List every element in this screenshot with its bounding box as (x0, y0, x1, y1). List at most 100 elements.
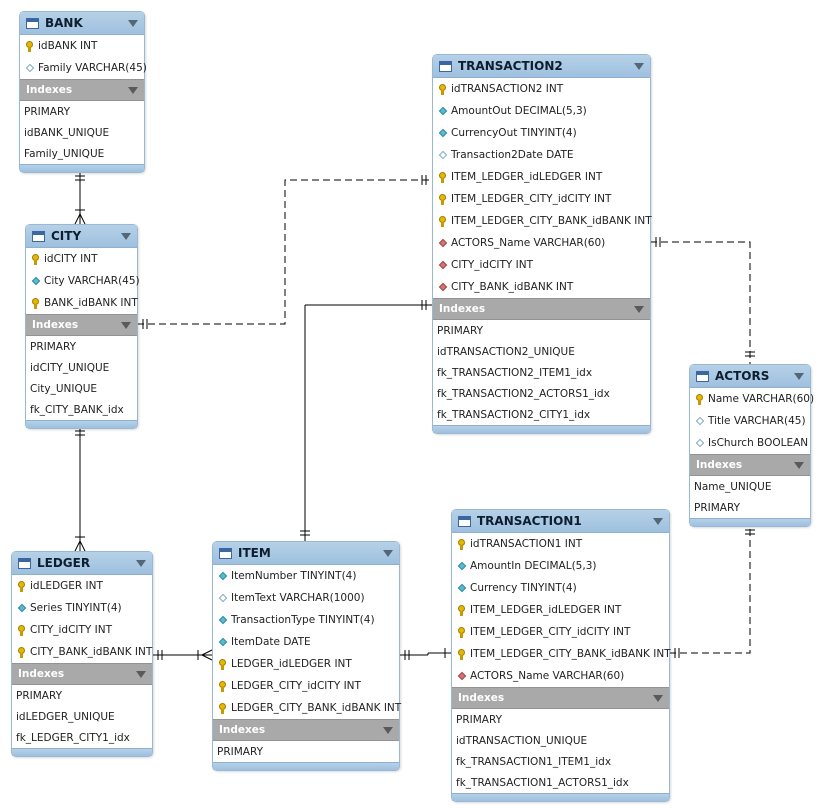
index-row[interactable]: Name_UNIQUE (694, 480, 772, 493)
column-row[interactable]: LEDGER_CITY_idCITY INT (213, 675, 399, 697)
index-row[interactable]: PRIMARY (30, 340, 77, 353)
collapse-icon[interactable] (794, 372, 804, 380)
table-actors[interactable]: ACTORS Name VARCHAR(60)Title VARCHAR(45)… (689, 364, 814, 527)
index-row[interactable]: PRIMARY (437, 324, 484, 337)
indexes-collapse-icon[interactable] (383, 726, 393, 734)
column-text: Transaction2Date DATE (451, 149, 574, 161)
column-row[interactable]: AmountIn DECIMAL(5,3) (452, 555, 669, 577)
column-row[interactable]: idCITY INT (26, 248, 137, 270)
table-header[interactable]: TRANSACTION1 (452, 510, 669, 533)
column-row[interactable]: Title VARCHAR(45) (690, 410, 810, 432)
collapse-icon[interactable] (128, 19, 138, 27)
table-header[interactable]: TRANSACTION2 (433, 55, 650, 78)
column-row[interactable]: ITEM_LEDGER_CITY_idCITY INT (452, 621, 669, 643)
primary-key-icon (439, 215, 446, 227)
column-row[interactable]: Currency TINYINT(4) (452, 577, 669, 599)
index-row[interactable]: fk_TRANSACTION2_ITEM1_idx (437, 366, 593, 379)
column-row[interactable]: BANK_idBANK INT (26, 292, 138, 314)
column-row[interactable]: idBANK INT (20, 35, 144, 57)
column-row[interactable]: ItemNumber TINYINT(4) (213, 565, 399, 587)
index-row[interactable]: fk_LEDGER_CITY1_idx (16, 731, 130, 744)
index-row[interactable]: PRIMARY (24, 105, 71, 118)
table-header[interactable]: LEDGER (12, 552, 152, 575)
column-row[interactable]: TransactionType TINYINT(4) (213, 609, 399, 631)
index-row[interactable]: idTRANSACTION_UNIQUE (456, 734, 588, 747)
index-row[interactable]: idBANK_UNIQUE (24, 126, 110, 139)
indexes-section[interactable]: Indexes (26, 314, 137, 336)
column-row[interactable]: CITY_idCITY INT (12, 619, 152, 641)
index-row[interactable]: Family_UNIQUE (24, 147, 105, 160)
index-row[interactable]: fk_TRANSACTION2_ACTORS1_idx (437, 387, 610, 400)
column-row[interactable]: Transaction2Date DATE (433, 144, 650, 166)
column-row[interactable]: ITEM_LEDGER_idLEDGER INT (452, 599, 669, 621)
table-item[interactable]: ITEM ItemNumber TINYINT(4)ItemText VARCH… (212, 541, 401, 771)
column-row[interactable]: idLEDGER INT (12, 575, 152, 597)
collapse-icon[interactable] (634, 62, 644, 70)
column-row[interactable]: CITY_BANK_idBANK INT (433, 276, 650, 298)
column-row[interactable]: ItemDate DATE (213, 631, 399, 653)
table-header[interactable]: ITEM (213, 542, 399, 565)
indexes-section[interactable]: Indexes (433, 298, 650, 320)
indexes-label: Indexes (696, 459, 743, 471)
column-row[interactable]: CurrencyOut TINYINT(4) (433, 122, 650, 144)
column-row[interactable]: Series TINYINT(4) (12, 597, 152, 619)
collapse-icon[interactable] (383, 549, 393, 557)
column-row[interactable]: City VARCHAR(45) (26, 270, 140, 292)
indexes-collapse-icon[interactable] (653, 694, 663, 702)
indexes-collapse-icon[interactable] (136, 670, 146, 678)
index-row[interactable]: City_UNIQUE (30, 382, 98, 395)
column-row[interactable]: ItemText VARCHAR(1000) (213, 587, 399, 609)
indexes-collapse-icon[interactable] (794, 461, 804, 469)
indexes-collapse-icon[interactable] (128, 86, 138, 94)
primary-key-icon (458, 604, 465, 616)
column-row[interactable]: CITY_BANK_idBANK INT (12, 641, 152, 663)
column-text: ITEM_LEDGER_CITY_idCITY INT (451, 193, 612, 205)
index-row[interactable]: idTRANSACTION2_UNIQUE (437, 345, 575, 358)
indexes-section[interactable]: Indexes (452, 687, 669, 709)
column-row[interactable]: ITEM_LEDGER_idLEDGER INT (433, 166, 650, 188)
column-row[interactable]: idTRANSACTION2 INT (433, 78, 650, 100)
indexes-section[interactable]: Indexes (20, 79, 144, 101)
not-null-column-icon (219, 637, 226, 648)
table-header[interactable]: ACTORS (690, 365, 810, 388)
index-row[interactable]: fk_TRANSACTION2_CITY1_idx (437, 408, 591, 421)
index-row[interactable]: fk_CITY_BANK_idx (30, 403, 124, 416)
index-row[interactable]: idCITY_UNIQUE (30, 361, 110, 374)
indexes-collapse-icon[interactable] (121, 321, 131, 329)
column-row[interactable]: LEDGER_CITY_BANK_idBANK INT (213, 697, 401, 719)
index-row[interactable]: fk_TRANSACTION1_ACTORS1_idx (456, 776, 629, 789)
indexes-section[interactable]: Indexes (12, 663, 152, 685)
column-row[interactable]: ITEM_LEDGER_CITY_BANK_idBANK INT (452, 643, 671, 665)
column-row[interactable]: idTRANSACTION1 INT (452, 533, 669, 555)
foreign-key-icon (439, 282, 446, 293)
index-row[interactable]: PRIMARY (694, 501, 741, 514)
column-row[interactable]: IsChurch BOOLEAN (690, 432, 810, 454)
index-row[interactable]: PRIMARY (16, 689, 63, 702)
column-row[interactable]: Name VARCHAR(60) (690, 388, 814, 410)
column-row[interactable]: ACTORS_Name VARCHAR(60) (433, 232, 650, 254)
table-header[interactable]: BANK (20, 12, 144, 35)
column-row[interactable]: ITEM_LEDGER_CITY_idCITY INT (433, 188, 650, 210)
index-row[interactable]: PRIMARY (217, 745, 264, 758)
indexes-section[interactable]: Indexes (690, 454, 810, 476)
collapse-icon[interactable] (121, 232, 131, 240)
column-row[interactable]: AmountOut DECIMAL(5,3) (433, 100, 650, 122)
indexes-section[interactable]: Indexes (213, 719, 399, 741)
collapse-icon[interactable] (136, 559, 146, 567)
indexes-collapse-icon[interactable] (634, 305, 644, 313)
column-row[interactable]: ACTORS_Name VARCHAR(60) (452, 665, 669, 687)
collapse-icon[interactable] (653, 517, 663, 525)
index-row[interactable]: PRIMARY (456, 713, 503, 726)
table-header[interactable]: CITY (26, 225, 137, 248)
column-row[interactable]: ITEM_LEDGER_CITY_BANK_idBANK INT (433, 210, 652, 232)
column-row[interactable]: Family VARCHAR(45) (20, 57, 147, 79)
column-row[interactable]: CITY_idCITY INT (433, 254, 650, 276)
index-row[interactable]: fk_TRANSACTION1_ITEM1_idx (456, 755, 612, 768)
index-row[interactable]: idLEDGER_UNIQUE (16, 710, 115, 723)
column-row[interactable]: LEDGER_idLEDGER INT (213, 653, 399, 675)
